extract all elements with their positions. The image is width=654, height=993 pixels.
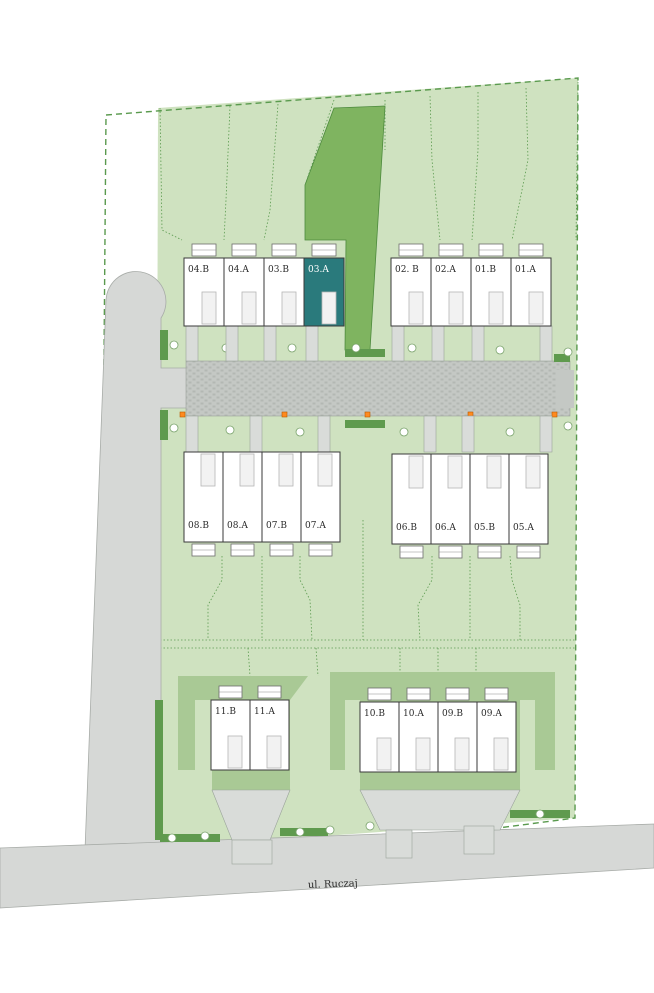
- unit-label: 06.A: [435, 523, 456, 533]
- entry-marker: [281, 291, 297, 325]
- house-unit-05a[interactable]: 05.A: [508, 453, 549, 559]
- entry-marker: [493, 737, 509, 771]
- house-unit-06b[interactable]: 06.B: [391, 453, 432, 559]
- unit-label: 01.A: [515, 265, 536, 275]
- courtyard-road: [185, 360, 571, 417]
- house-unit-10b[interactable]: 10.B: [359, 687, 400, 773]
- unit-label: 10.A: [403, 709, 424, 719]
- street-lamps: [179, 411, 558, 418]
- entry-marker: [454, 737, 470, 771]
- house-unit-01a[interactable]: 01.A: [510, 243, 552, 327]
- house-unit-04a[interactable]: 04.A: [223, 243, 265, 327]
- driveways: [185, 325, 553, 865]
- entry-marker: [317, 453, 333, 487]
- entry-marker: [278, 453, 294, 487]
- house-unit-08a[interactable]: 08.A: [222, 451, 263, 557]
- house-unit-11b[interactable]: 11.B: [210, 685, 251, 771]
- unit-label: 09.B: [442, 709, 463, 719]
- entry-marker: [415, 737, 431, 771]
- unit-label: 07.A: [305, 521, 326, 531]
- unit-label: 03.B: [268, 265, 289, 275]
- entry-marker: [200, 453, 216, 487]
- unit-label: 06.B: [396, 523, 417, 533]
- house-row-middle-right: 06.B 06.A 05.B 05.A: [391, 453, 549, 559]
- unit-label: 08.B: [188, 521, 209, 531]
- entry-marker: [447, 455, 463, 489]
- street-label: ul. Ruczaj: [308, 878, 358, 891]
- house-unit-03b[interactable]: 03.B: [263, 243, 305, 327]
- entry-marker: [448, 291, 464, 325]
- house-unit-02a[interactable]: 02.A: [430, 243, 472, 327]
- entry-marker: [408, 455, 424, 489]
- unit-label: 09.A: [481, 709, 502, 719]
- unit-label: 04.B: [188, 265, 209, 275]
- entry-marker: [408, 291, 424, 325]
- house-unit-06a[interactable]: 06.A: [430, 453, 471, 559]
- plot-03a-garden: [304, 105, 386, 351]
- house-unit-03a[interactable]: 03.A: [303, 243, 345, 327]
- entry-marker: [488, 291, 504, 325]
- unit-label: 11.A: [254, 707, 275, 717]
- house-unit-10a[interactable]: 10.A: [398, 687, 439, 773]
- house-unit-05b[interactable]: 05.B: [469, 453, 510, 559]
- unit-label: 04.A: [228, 265, 249, 275]
- unit-label: 03.A: [308, 265, 329, 275]
- house-unit-07b[interactable]: 07.B: [261, 451, 302, 557]
- entry-marker: [321, 291, 337, 325]
- entry-marker: [376, 737, 392, 771]
- unit-label: 08.A: [227, 521, 248, 531]
- house-unit-01b[interactable]: 01.B: [470, 243, 512, 327]
- unit-label: 02.A: [435, 265, 456, 275]
- entry-marker: [528, 291, 544, 325]
- house-unit-08b[interactable]: 08.B: [183, 451, 224, 557]
- house-row-top-right: 02. B 02.A 01.B 01.A: [390, 243, 552, 327]
- house-unit-09a[interactable]: 09.A: [476, 687, 517, 773]
- house-row-middle-left: 08.B 08.A 07.B 07.A: [183, 451, 341, 557]
- house-unit-04b[interactable]: 04.B: [183, 243, 225, 327]
- unit-label: 05.B: [474, 523, 495, 533]
- unit-label: 05.A: [513, 523, 534, 533]
- entry-marker: [241, 291, 257, 325]
- house-unit-02b[interactable]: 02. B: [390, 243, 432, 327]
- entry-marker: [227, 735, 243, 769]
- entry-marker: [201, 291, 217, 325]
- house-row-bottom-left: 11.B 11.A: [210, 685, 290, 771]
- unit-label: 02. B: [395, 265, 419, 275]
- entry-marker: [266, 735, 282, 769]
- entry-marker: [525, 455, 541, 489]
- entry-marker: [239, 453, 255, 487]
- house-row-bottom-right: 10.B 10.A 09.B 09.A: [359, 687, 517, 773]
- unit-label: 10.B: [364, 709, 385, 719]
- house-unit-11a[interactable]: 11.A: [249, 685, 290, 771]
- courtyard-right-cap: [556, 370, 574, 408]
- unit-label: 01.B: [475, 265, 496, 275]
- house-unit-07a[interactable]: 07.A: [300, 451, 341, 557]
- plot-lines: [159, 81, 579, 677]
- unit-label: 11.B: [215, 707, 236, 717]
- entry-marker: [486, 455, 502, 489]
- house-row-top-left: 04.B 04.A 03.B 03.A: [183, 243, 345, 327]
- unit-label: 07.B: [266, 521, 287, 531]
